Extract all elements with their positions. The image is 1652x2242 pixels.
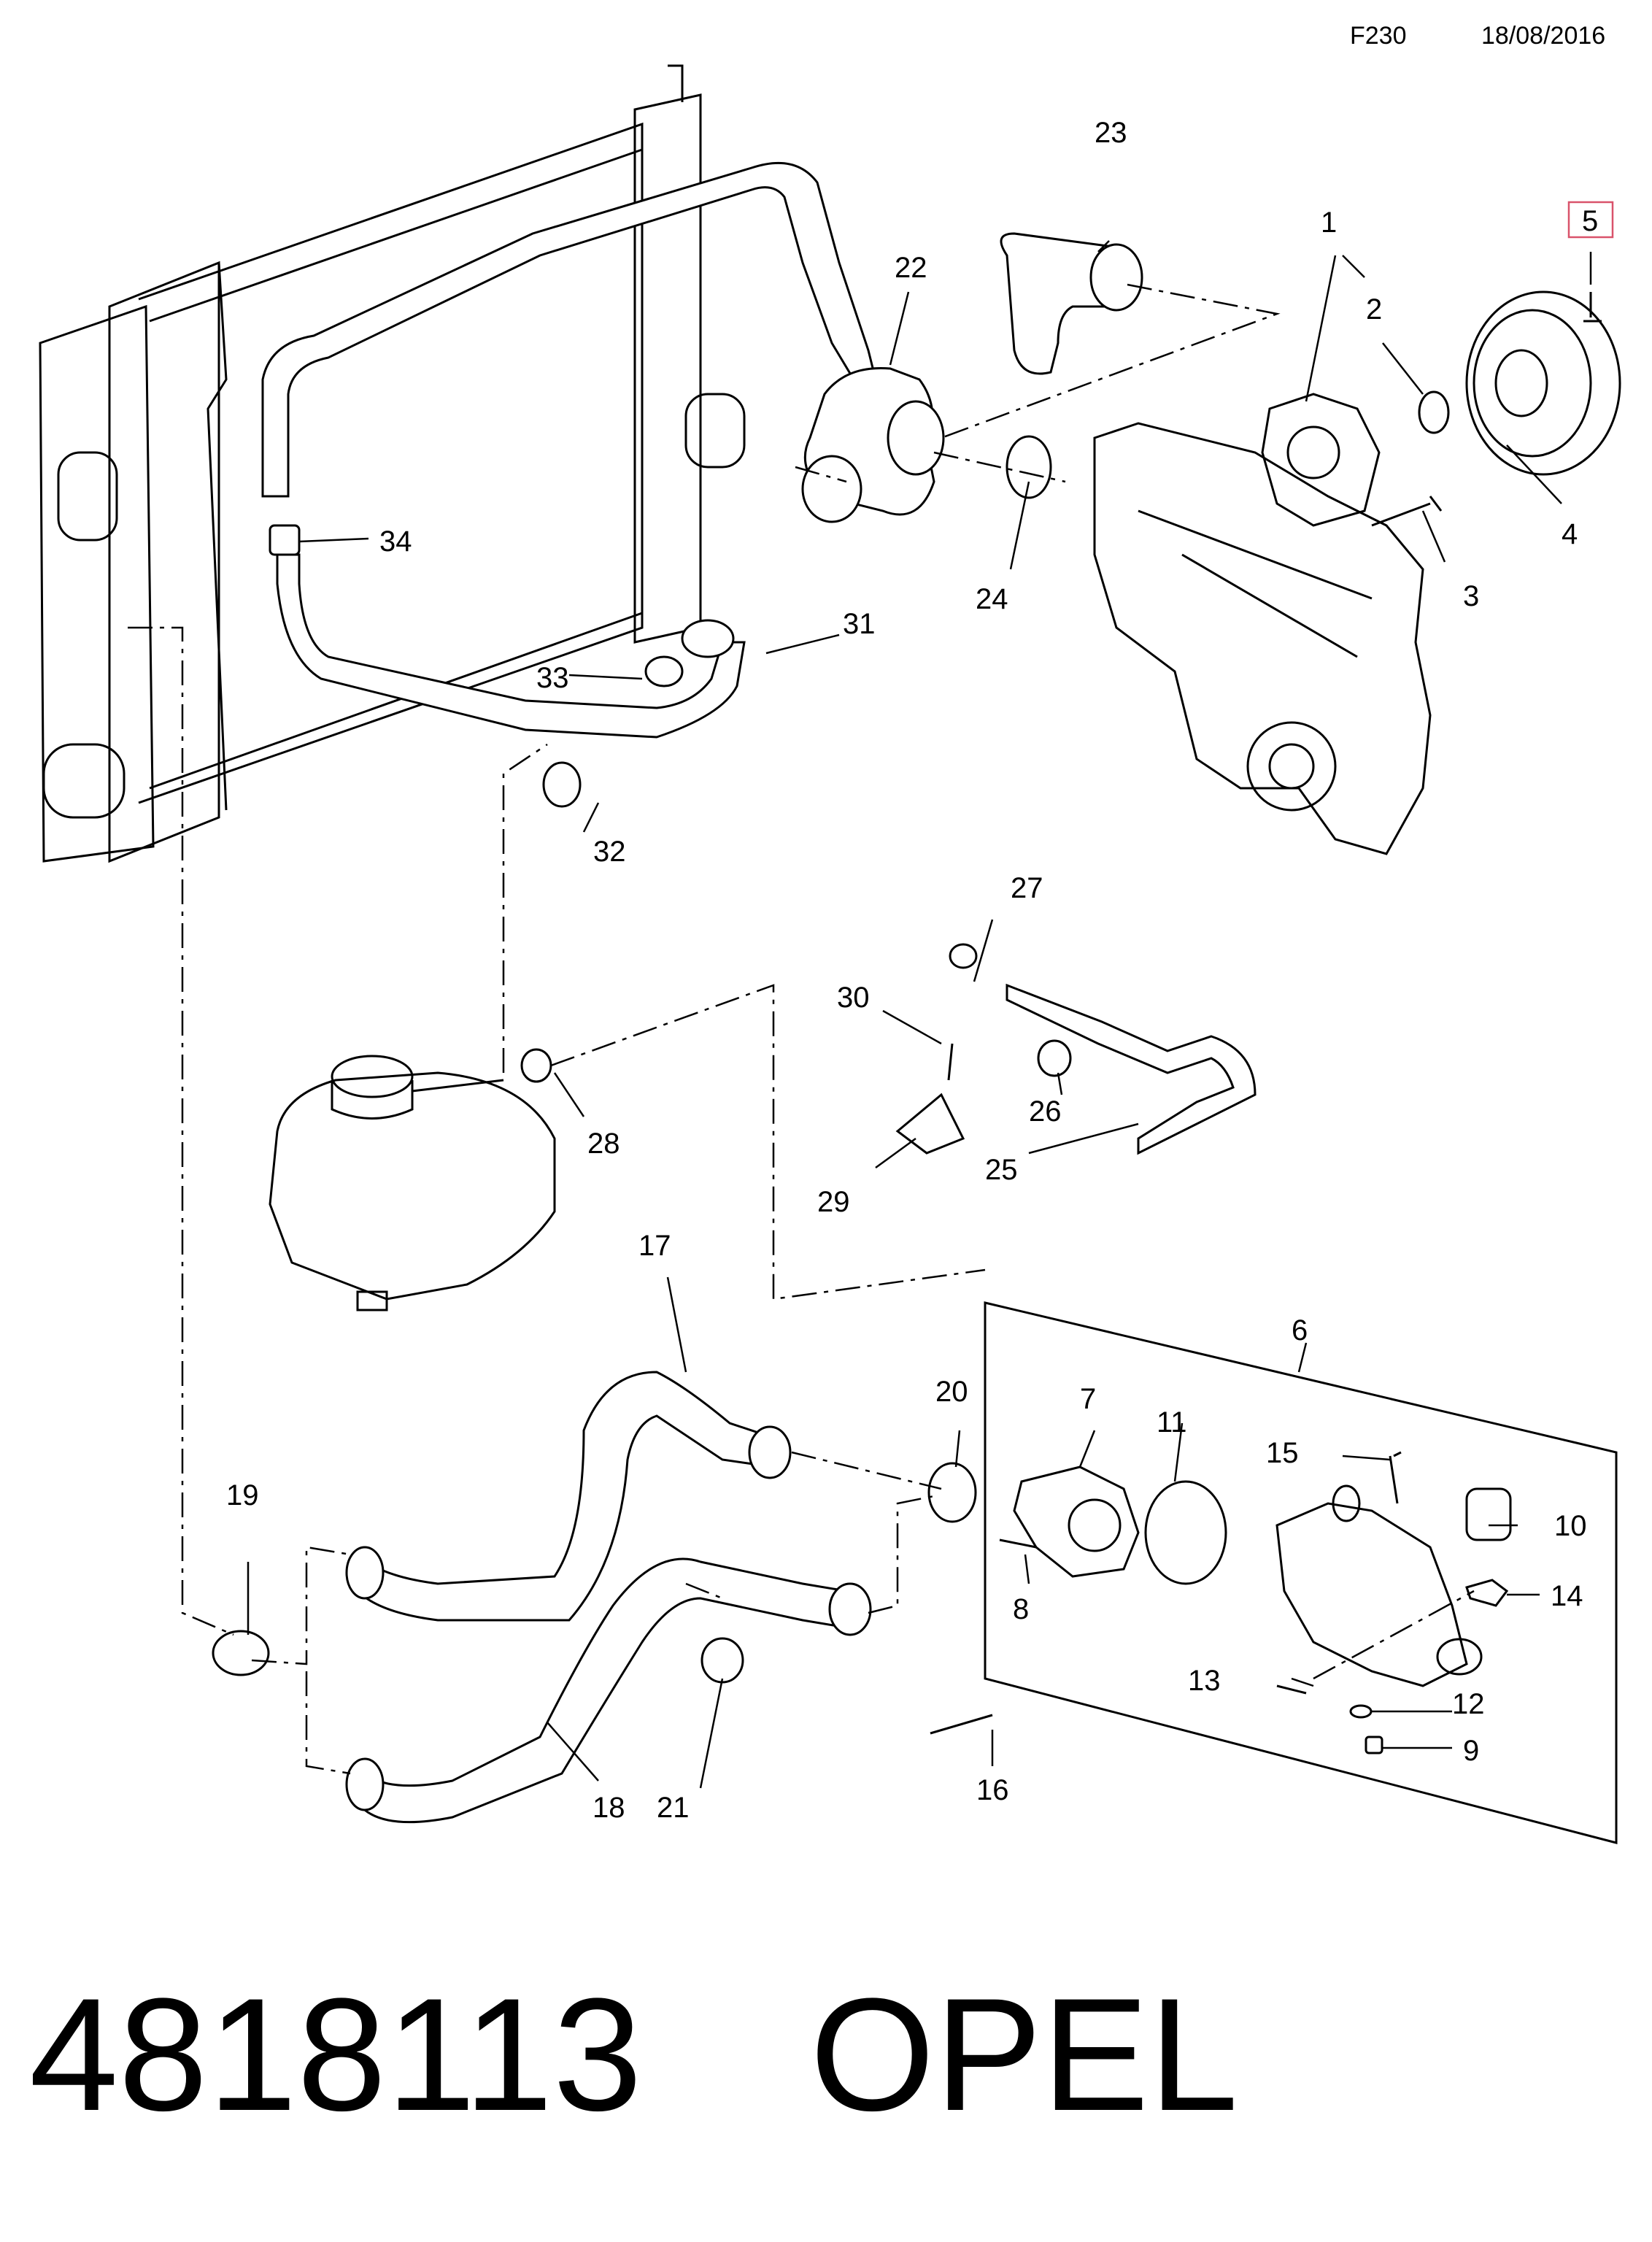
bolt-5 [1583, 292, 1602, 323]
coolant-pipe-25 [1006, 983, 1257, 1155]
bolt-30 [947, 1043, 954, 1081]
water-pump-1 [1261, 393, 1381, 527]
clip-13 [1276, 1684, 1307, 1695]
callout-25: 25 [985, 1154, 1018, 1186]
expansion-tank [269, 1055, 556, 1311]
clip-33 [644, 655, 684, 687]
elbow-hose-23 [1000, 232, 1143, 375]
callout-11: 11 [1157, 1406, 1187, 1438]
clamp-26 [1037, 1039, 1072, 1077]
seal-2 [1418, 390, 1450, 434]
oring-12 [1349, 1704, 1373, 1719]
callout-1: 1 [1321, 207, 1337, 239]
hose-clamp-24 [1006, 435, 1052, 499]
callout-18: 18 [593, 1792, 625, 1824]
callout-12: 12 [1452, 1688, 1485, 1720]
callout-28: 28 [587, 1128, 620, 1160]
hose-connector-22 [801, 366, 945, 523]
callout-31: 31 [843, 608, 876, 640]
gasket-11 [1144, 1480, 1227, 1585]
callout-20: 20 [935, 1376, 968, 1408]
clip-34 [269, 524, 301, 556]
cooling-system-exploded-diagram: 1 2 3 4 5 6 7 8 9 10 11 12 13 14 15 16 1… [39, 64, 1621, 1844]
callout-22: 22 [895, 252, 927, 284]
assembly-lines [128, 283, 1475, 1775]
bolt-16 [930, 1714, 993, 1735]
callout-29: 29 [817, 1186, 850, 1218]
callout-19: 19 [226, 1479, 259, 1511]
clip-15 [1389, 1451, 1402, 1504]
callout-27: 27 [1011, 872, 1043, 904]
callout-2: 2 [1366, 293, 1382, 325]
callout-16: 16 [976, 1774, 1009, 1806]
callout-3: 3 [1463, 580, 1479, 612]
sensor-14 [1465, 1579, 1509, 1607]
callout-17: 17 [638, 1230, 671, 1262]
callout-10: 10 [1554, 1510, 1587, 1542]
callout-5: 5 [1582, 205, 1598, 237]
callout-7: 7 [1080, 1383, 1096, 1415]
thermostat-kit-frame-6 [984, 1301, 1618, 1844]
bolt-3 [1371, 496, 1443, 527]
part-number: 4818113 [29, 1965, 643, 2144]
callout-labels: 1 2 3 4 5 6 7 8 9 10 11 12 13 14 15 16 1… [226, 117, 1598, 1824]
thermostat-7 [1013, 1465, 1140, 1578]
callout-34: 34 [379, 525, 412, 558]
thermostat-housing [1275, 1484, 1483, 1687]
seal-10 [1465, 1487, 1512, 1541]
hose-clamp-21 [700, 1637, 744, 1684]
bracket-29 [895, 1093, 965, 1155]
highlight-box [1567, 201, 1614, 239]
callout-21: 21 [657, 1792, 690, 1824]
callout-13: 13 [1188, 1665, 1221, 1697]
radiator-return-hose [276, 553, 746, 739]
callout-24: 24 [976, 583, 1008, 615]
callout-8: 8 [1013, 1593, 1029, 1625]
callout-26: 26 [1029, 1095, 1062, 1128]
brand-name: OPEL [810, 1965, 1238, 2144]
callout-33: 33 [536, 662, 569, 694]
callout-6: 6 [1292, 1314, 1308, 1347]
callout-4: 4 [1562, 518, 1578, 550]
clip-27 [949, 943, 978, 969]
callout-9: 9 [1463, 1735, 1479, 1767]
hose-clamp-19 [212, 1630, 270, 1676]
callout-32: 32 [593, 836, 626, 868]
clip-32 [542, 761, 582, 808]
hose-clamp-20 [927, 1462, 977, 1523]
leader-lines [247, 240, 1592, 1789]
callout-23: 23 [1095, 117, 1127, 149]
pulley-4 [1465, 290, 1621, 476]
bolt-8 [999, 1538, 1037, 1549]
radiator [39, 64, 746, 863]
hose-clip-28 [520, 1048, 552, 1083]
diagram-date: 18/08/2016 [1481, 22, 1606, 50]
diagram-code: F230 [1350, 22, 1407, 50]
upper-radiator-hose [261, 161, 877, 498]
heater-hose-18 [345, 1557, 872, 1824]
callout-30: 30 [837, 982, 870, 1014]
callout-15: 15 [1266, 1437, 1299, 1469]
heater-hose-17 [345, 1371, 792, 1622]
callout-14: 14 [1551, 1580, 1583, 1612]
plug-9 [1365, 1736, 1383, 1754]
engine-front-cover [1093, 422, 1432, 855]
